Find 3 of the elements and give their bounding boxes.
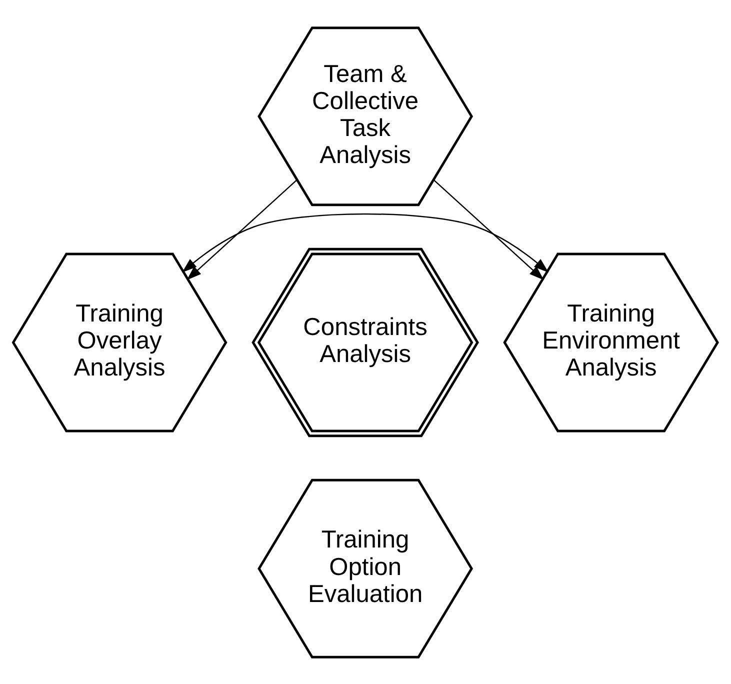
arrow <box>182 212 549 272</box>
arrow <box>186 178 298 280</box>
arrow <box>433 178 544 280</box>
